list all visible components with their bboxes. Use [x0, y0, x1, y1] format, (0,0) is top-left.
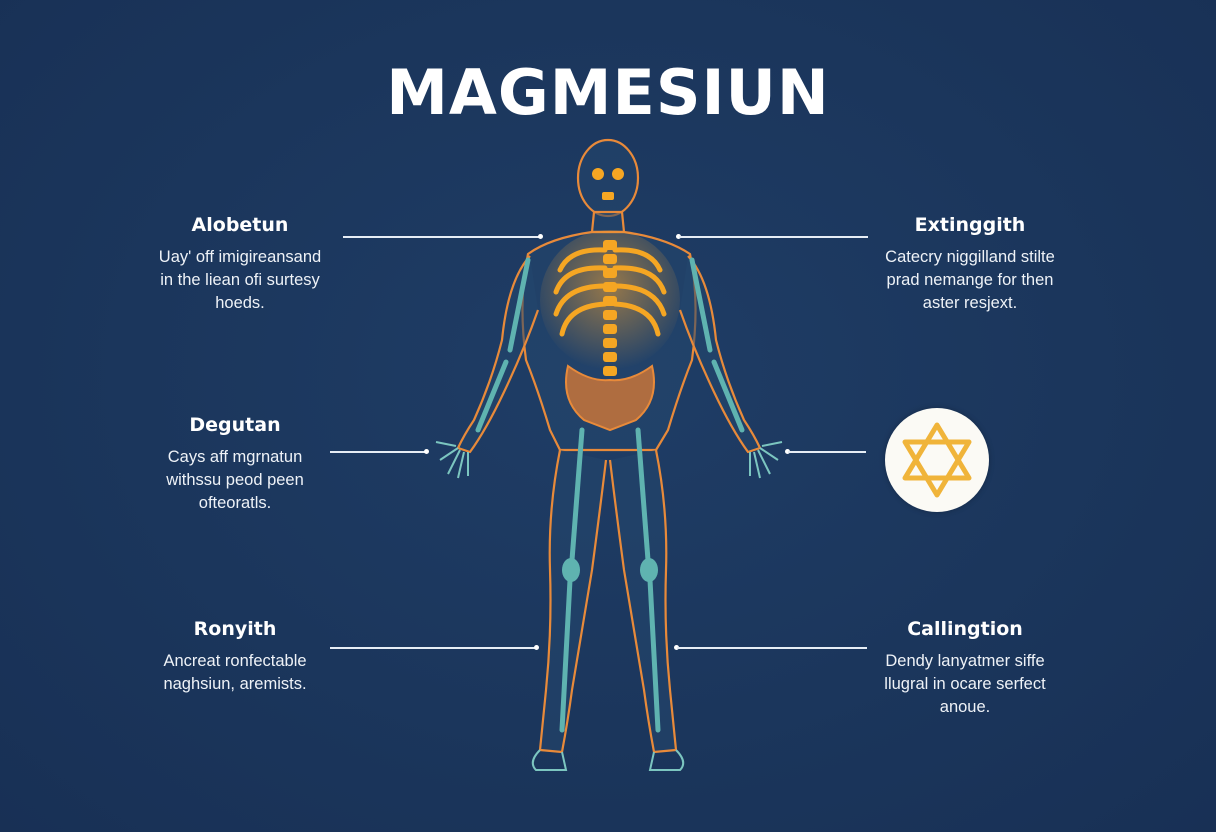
connector-dot	[534, 645, 539, 650]
annotation-heading: Callingtion	[907, 618, 1023, 640]
annotation-line: anoue.	[939, 698, 991, 716]
annotation-heading: Ronyith	[193, 618, 277, 640]
annotation-top-right: Extinggith Catecry niggilland stilte pra…	[860, 214, 1080, 315]
annotation-line: ofteoratls.	[198, 494, 272, 512]
star-of-david-icon	[902, 422, 972, 498]
annotation-top-left: Alobetun Uay' off imigireansand in the l…	[140, 214, 340, 315]
annotation-line: Ancreat ronfectable	[163, 652, 307, 670]
star-badge	[885, 408, 989, 512]
annotation-heading: Degutan	[189, 414, 281, 436]
annotation-line: Uay' off imigireansand	[158, 248, 322, 266]
connector-dot	[676, 234, 681, 239]
connector-line	[343, 236, 540, 238]
connector-line	[788, 451, 866, 453]
connector-line	[330, 451, 426, 453]
annotation-heading: Alobetun	[191, 214, 289, 236]
annotation-line: naghsiun, aremists.	[163, 675, 307, 693]
annotation-bottom-left: Ronyith Ancreat ronfectable naghsiun, ar…	[140, 618, 330, 696]
connector-dot	[785, 449, 790, 454]
connector-dot	[424, 449, 429, 454]
annotation-line: aster resjext.	[922, 294, 1018, 312]
annotation-line: hoeds.	[215, 294, 265, 312]
annotation-line: in the liean ofi surtesy	[160, 271, 320, 289]
human-skeleton-figure-icon	[435, 138, 783, 771]
annotation-mid-left: Degutan Cays aff mgrnatun withssu peod p…	[140, 414, 330, 515]
annotation-heading: Extinggith	[914, 214, 1026, 236]
annotation-line: prad nemange for then	[886, 271, 1054, 289]
connector-dot	[538, 234, 543, 239]
annotation-line: Cays aff mgrnatun	[167, 448, 303, 466]
annotation-line: llugral in ocare serfect	[884, 675, 1046, 693]
annotation-line: withssu peod peen	[166, 471, 304, 489]
page-title: MAGMESIUN	[386, 56, 830, 129]
connector-line	[330, 647, 536, 649]
annotation-line: Dendy lanyatmer siffe	[885, 652, 1045, 670]
connector-dot	[674, 645, 679, 650]
connector-line	[677, 647, 867, 649]
annotation-line: Catecry niggilland stilte	[885, 248, 1055, 266]
annotation-bottom-right: Callingtion Dendy lanyatmer siffe llugra…	[860, 618, 1070, 719]
connector-line	[679, 236, 868, 238]
